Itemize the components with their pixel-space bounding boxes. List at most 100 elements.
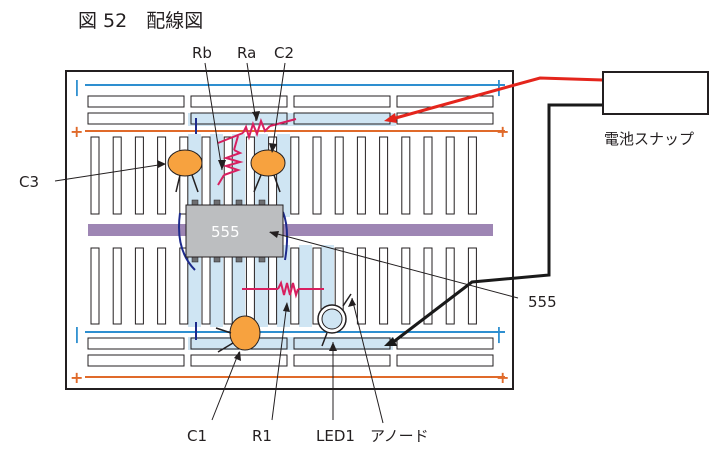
terminal-column [334,136,344,215]
label-c1: C1 [187,427,207,445]
leader-c2 [271,62,286,153]
rail-socket-strip [396,354,494,367]
label-555: 555 [528,293,557,311]
rb-lead-top [233,135,239,151]
terminal-column [445,136,455,215]
battery-snap-label: 電池スナップ [604,130,694,148]
led1-cathode-lead [321,332,328,347]
rail-socket-strip [396,95,494,108]
label-c2: C2 [274,44,294,62]
arrowhead-ra [252,111,260,121]
jumper-wires [178,118,289,340]
r1-resistor [277,280,299,299]
leader-r1 [271,302,288,421]
terminal-column [356,136,366,215]
terminal-column [112,247,122,325]
leader-ra [246,62,257,122]
terminal-column [423,247,433,325]
rb-lead-bottom [217,174,225,186]
arrowhead-led1 [329,342,337,351]
callout-arrowheads [157,111,356,361]
arrowhead-555 [269,231,279,238]
leader-555 [269,231,519,299]
led1-lens [321,308,343,330]
ic-body [185,204,284,258]
ra-resistor [242,117,271,141]
c3-body [167,149,203,177]
terminal-column [356,247,366,325]
rail-socket-strip [87,337,185,350]
capacitor-c3 [167,149,203,193]
terminal-column [157,136,167,215]
c1-body [229,315,261,351]
terminal-column [290,247,300,325]
callout-lines [54,62,519,424]
rail-mark-plus-top-left: + [70,122,83,141]
leader-c1 [211,351,240,421]
c1-lead-2 [217,342,234,353]
capacitor-c2 [250,149,286,193]
terminal-column [379,247,389,325]
rail-socket-strip [396,337,494,350]
terminal-column [312,136,322,215]
rail-mark-plus-top-right: + [496,122,509,141]
c2-lead-2 [273,174,281,193]
battery-black-wire [391,103,603,345]
highlight-col-9 [255,245,268,327]
arrowhead-c3 [157,160,166,168]
label-ra: Ra [237,44,256,62]
rail-socket-strip [293,95,391,108]
rail-socket-strip [190,112,288,125]
resistor-leads [217,118,324,290]
battery-wires [384,76,604,346]
rail-mark-minus-bottom-left: | [74,324,80,344]
terminal-column [467,136,477,215]
battery-red-wire [391,76,604,121]
terminal-column [290,136,300,215]
terminal-column [401,136,411,215]
arrowhead-anode [348,298,356,307]
jumper-wire-right [282,211,289,261]
c3-lead-2 [191,174,199,193]
figure-title: 図 52 配線図 [78,10,203,32]
rail-socket-strip [190,95,288,108]
leader-anode [351,297,384,424]
terminal-column [157,247,167,325]
label-anode: アノード [370,427,429,445]
leader-c3 [54,163,166,182]
label-rb: Rb [192,44,212,62]
terminal-column [445,247,455,325]
rail-mark-minus-top-left: | [74,77,80,97]
terminal-column [379,136,389,215]
terminal-column [179,247,189,325]
ra-lead-right [269,118,297,127]
c1-lead-1 [215,327,232,334]
c2-body [250,149,286,177]
arrowhead-rb [218,160,226,170]
c2-lead-1 [253,174,262,193]
ra-lead-left [217,132,244,144]
terminal-column [423,136,433,215]
battery-black-wire-arrowhead [384,337,397,346]
label-c3: C3 [19,173,39,191]
rail-socket-strip [87,354,185,367]
highlight-col-8 [232,245,245,327]
terminal-column [90,247,100,325]
highlight-col-11 [299,245,312,327]
c3-lead-1 [175,174,181,193]
label-led1: LED1 [316,427,355,445]
center-channel [88,224,493,236]
arrowhead-c1 [234,351,241,361]
rail-mark-minus-bottom-right: | [496,324,502,344]
rail-socket-strip [87,112,185,125]
terminal-column [401,247,411,325]
terminal-column [134,247,144,325]
highlight-col-7 [210,245,223,327]
battery-snap-box [602,71,709,115]
rail-mark-plus-bottom-left: + [70,368,83,387]
capacitor-c1 [215,315,261,353]
arrowhead-c2 [269,143,277,153]
terminal-column [112,136,122,215]
rail-socket-strip [293,354,391,367]
